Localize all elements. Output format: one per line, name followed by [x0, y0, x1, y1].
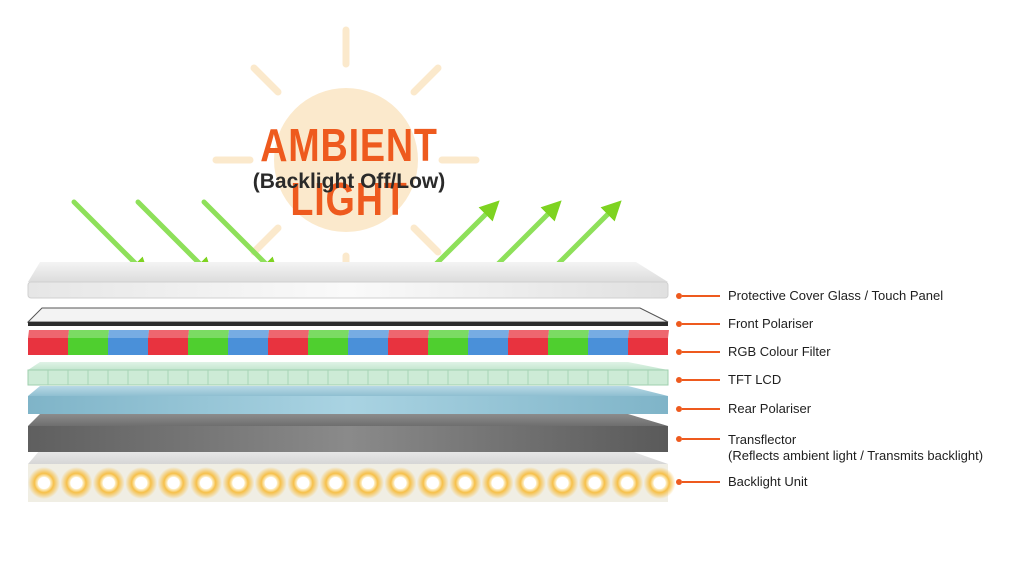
leader-dot — [676, 436, 682, 442]
led-icon — [232, 477, 245, 489]
led-icon — [329, 477, 342, 489]
label-transflector: Transflector — [728, 432, 797, 447]
label-front-polariser: Front Polariser — [728, 316, 814, 331]
incoming-arrow — [135, 199, 214, 278]
filter-cell — [68, 338, 108, 355]
led-icon — [264, 477, 277, 489]
filter-cell — [148, 338, 188, 355]
filter-cell-top — [388, 330, 429, 338]
layer-rgb-colour-filter — [28, 330, 669, 355]
led-row — [28, 467, 676, 499]
filter-cell-top — [348, 330, 389, 338]
filter-cell-top — [588, 330, 629, 338]
leader-line — [682, 295, 720, 297]
led-icon — [621, 477, 634, 489]
filter-cell — [428, 338, 468, 355]
filter-cell — [188, 338, 228, 355]
filter-cell-top — [188, 330, 229, 338]
filter-cell — [468, 338, 508, 355]
filter-cell — [228, 338, 268, 355]
sun-icon — [212, 26, 480, 294]
layer-protective-cover-glass — [27, 262, 669, 299]
filter-cell — [108, 338, 148, 355]
leader-line — [682, 379, 720, 381]
incoming-arrow — [201, 199, 280, 278]
led-icon — [459, 477, 472, 489]
filter-cell-top — [468, 330, 509, 338]
layer-tft-lcd — [27, 362, 669, 386]
filter-cell-top — [28, 330, 69, 338]
filter-cell-top — [268, 330, 309, 338]
layer-transflector — [28, 414, 668, 452]
diagram-title: AMBIENT LIGHT — [260, 119, 438, 225]
led-icon — [167, 477, 180, 489]
led-icon — [38, 477, 50, 489]
leader-line — [682, 408, 720, 410]
leader-line — [682, 351, 720, 353]
led-icon — [426, 477, 439, 489]
label-transflector-note: (Reflects ambient light / Transmits back… — [728, 448, 984, 463]
incoming-light-arrows — [71, 199, 280, 278]
layer-front-polariser — [26, 307, 669, 326]
layer-backlight-unit — [28, 450, 676, 502]
filter-cell — [308, 338, 348, 355]
leader-dot — [676, 479, 682, 485]
led-icon — [362, 477, 374, 489]
filter-cell — [388, 338, 428, 355]
filter-cell-top — [68, 330, 109, 338]
filter-cell — [28, 338, 68, 355]
label-rgb-colour-filter: RGB Colour Filter — [728, 344, 831, 359]
label-tft-lcd: TFT LCD — [728, 372, 782, 387]
leader-line — [682, 438, 720, 440]
incoming-arrow — [71, 199, 150, 278]
led-icon — [200, 477, 212, 489]
leader-dot — [676, 406, 682, 412]
led-icon — [297, 477, 310, 489]
filter-cell — [508, 338, 548, 355]
filter-cell-top — [308, 330, 349, 338]
leader-dot — [676, 293, 682, 299]
filter-cell-top — [428, 330, 469, 338]
leader-dot — [676, 321, 682, 327]
led-icon — [588, 477, 601, 489]
filter-cell-top — [628, 330, 669, 338]
led-icon — [102, 477, 115, 489]
leader-dot — [676, 349, 682, 355]
led-icon — [135, 477, 148, 489]
filter-cell — [628, 338, 668, 355]
filter-cell — [588, 338, 628, 355]
filter-cell-top — [228, 330, 269, 338]
filter-cell — [548, 338, 588, 355]
led-icon — [653, 477, 666, 489]
label-cover-glass: Protective Cover Glass / Touch Panel — [728, 288, 944, 303]
filter-cell — [268, 338, 308, 355]
leader-dot — [676, 377, 682, 383]
led-icon — [70, 477, 83, 489]
diagram-subtitle: (Backlight Off/Low) — [252, 170, 446, 193]
layer-rear-polariser — [28, 386, 668, 414]
filter-cell-top — [508, 330, 549, 338]
led-icon — [556, 477, 569, 489]
led-icon — [491, 477, 504, 489]
leader-line — [682, 481, 720, 483]
led-icon — [394, 477, 407, 489]
led-icon — [524, 477, 536, 489]
filter-cell-top — [548, 330, 589, 338]
label-backlight-unit: Backlight Unit — [728, 474, 808, 489]
filter-cell — [348, 338, 388, 355]
label-rear-polariser: Rear Polariser — [728, 401, 812, 416]
leader-line — [682, 323, 720, 325]
filter-cell-top — [148, 330, 189, 338]
filter-cell-top — [108, 330, 149, 338]
